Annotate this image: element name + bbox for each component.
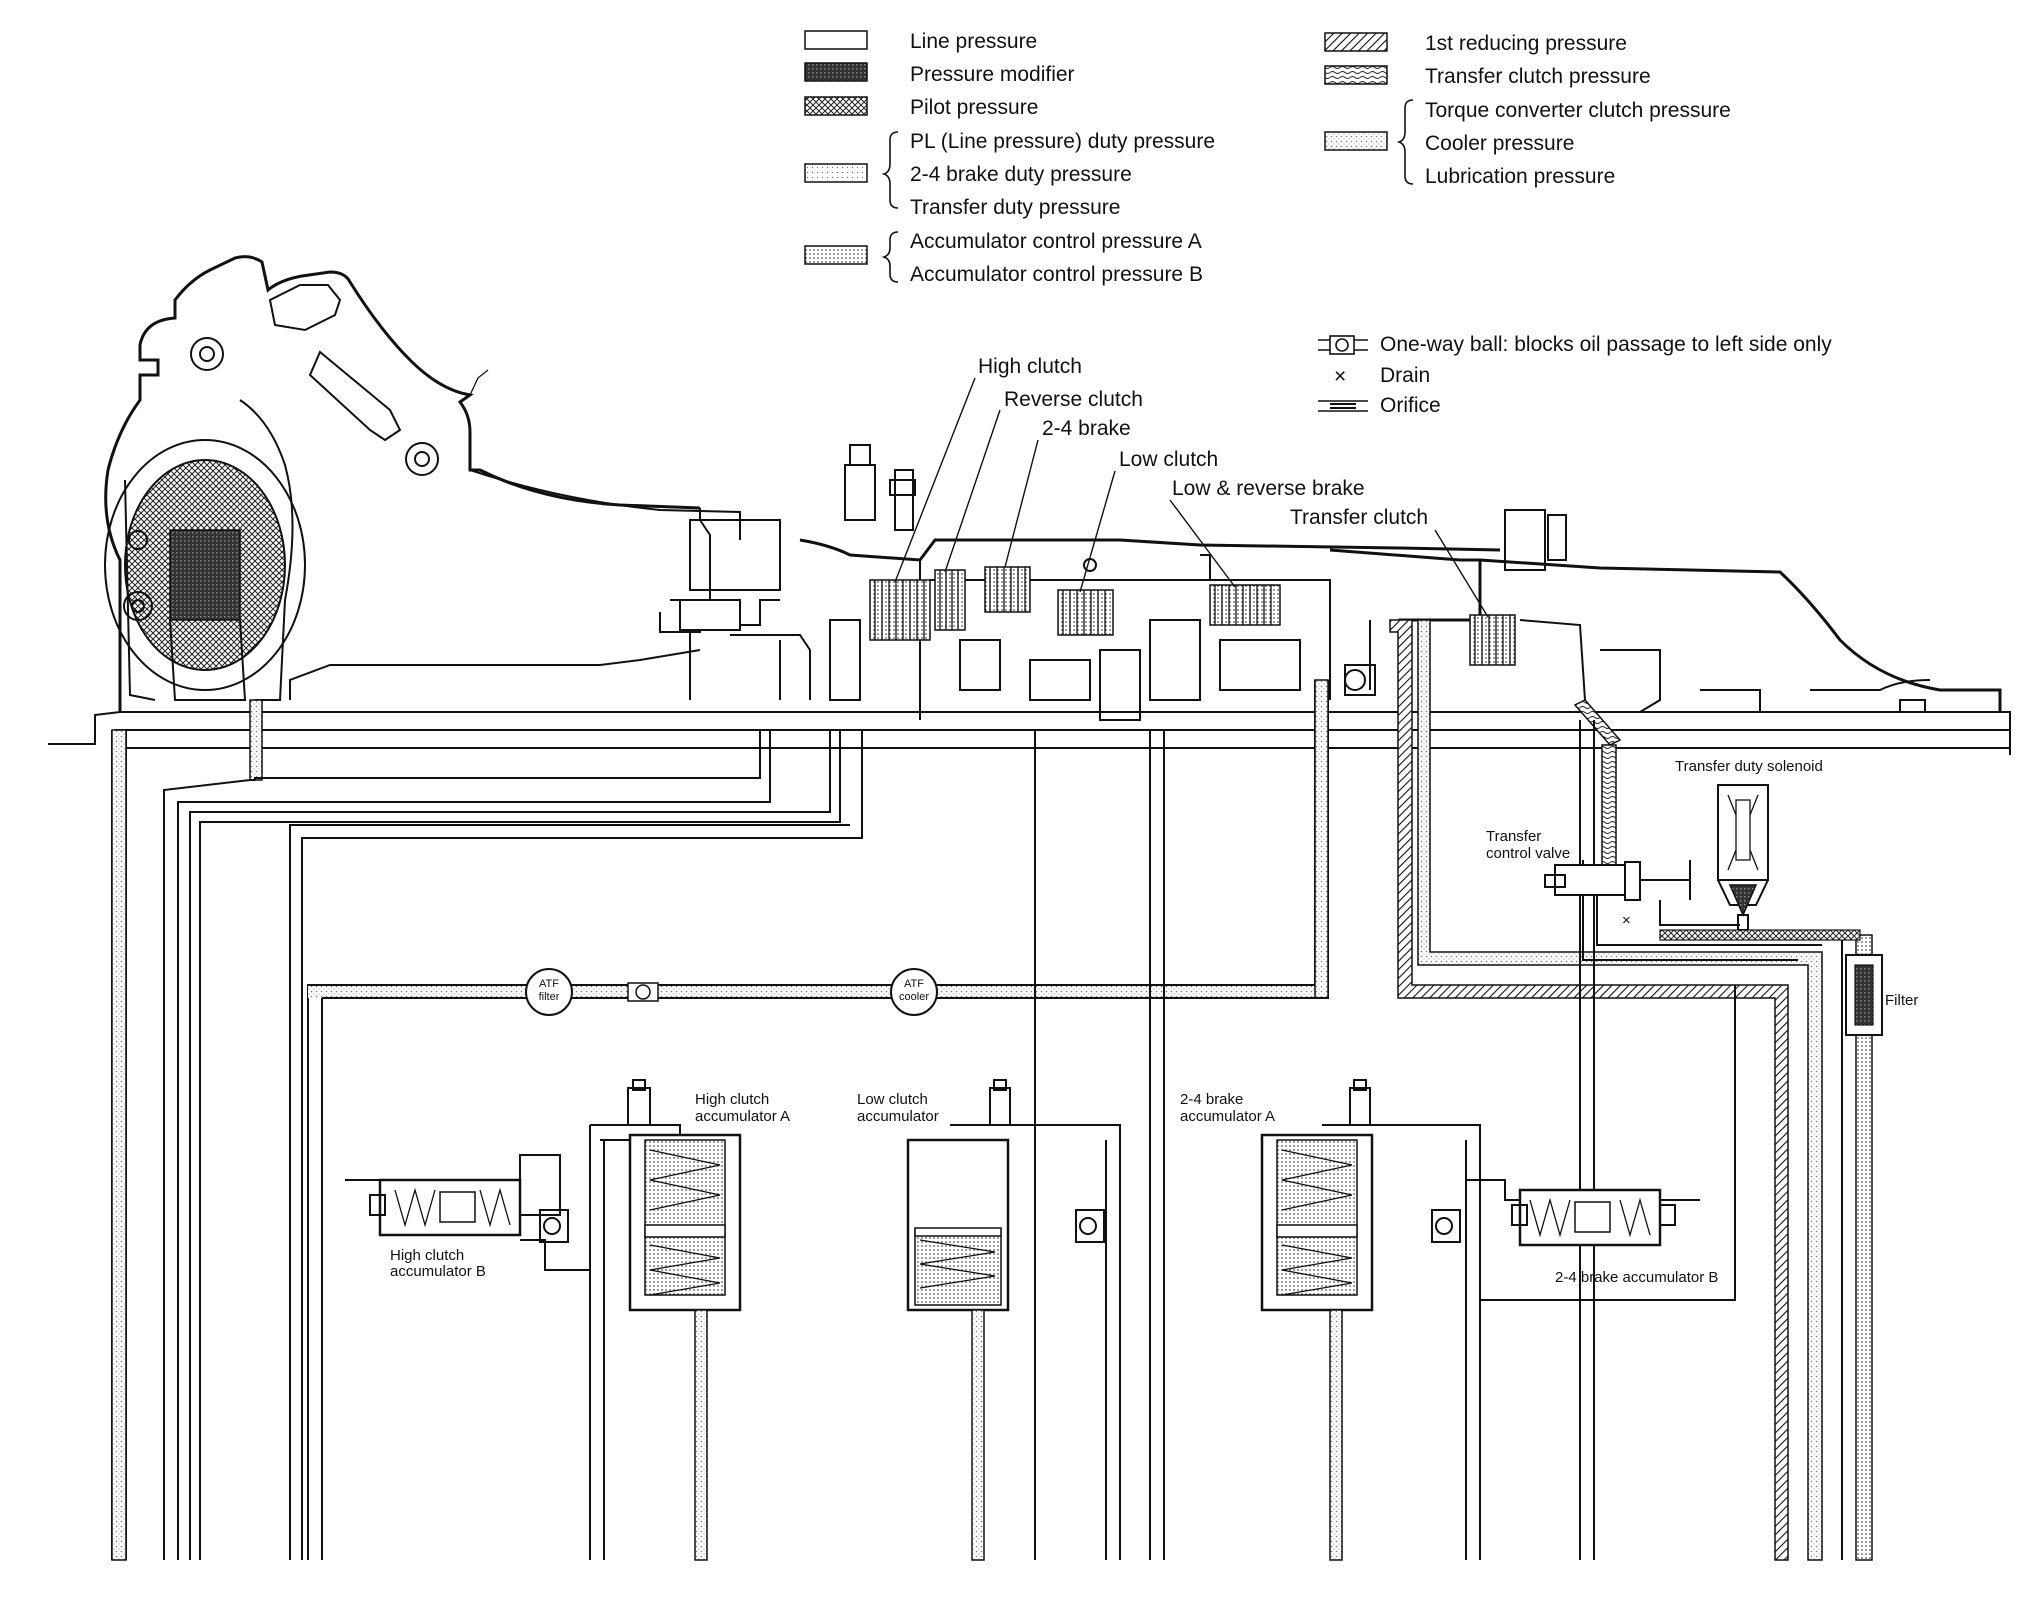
label-b24-acc-b: 2-4 brake accumulator B	[1555, 1269, 1718, 1286]
low-clutch-accumulator	[906, 1138, 1105, 1561]
one-way-ball-icon	[1318, 335, 1368, 355]
key-drain: Drain	[1380, 364, 1430, 387]
label-low-clutch: Low clutch	[1119, 448, 1218, 471]
transfer-duct	[1573, 699, 1622, 746]
accumulators: High clutch accumulator A	[345, 985, 1736, 1561]
orifice-icon	[1318, 400, 1368, 412]
label-b24-acc-a-1: 2-4 brake	[1180, 1091, 1243, 1108]
label-hc-acc-a-1: High clutch	[695, 1091, 769, 1108]
label-brake24: 2-4 brake	[1042, 417, 1131, 440]
legend: Line pressure Pressure modifier Pilot pr…	[804, 30, 1731, 286]
transmission-cross-section	[48, 255, 2011, 755]
legend-line-pressure: Line pressure	[910, 30, 1037, 53]
label-atf-filter-1: ATF	[539, 978, 559, 990]
brace-duty	[881, 131, 899, 209]
line-pilot-to-valve	[1659, 929, 1861, 941]
line-cooler	[308, 985, 1328, 998]
hydraulic-lines: ATF filter ATF cooler	[111, 619, 1873, 1561]
label-transfer-clutch: Transfer clutch	[1290, 506, 1428, 529]
valve-drain-icon: ×	[1622, 912, 1631, 929]
legend-tcc-pressure: Torque converter clutch pressure	[1425, 99, 1731, 122]
transfer-duty-solenoid	[1717, 784, 1769, 931]
brake24-accumulator-b	[1431, 985, 1736, 1301]
swatch-line-pressure	[804, 30, 868, 50]
line-filter	[1855, 934, 1873, 1561]
atf-filter-icon	[525, 968, 573, 1016]
brace-tcc	[1396, 99, 1414, 185]
legend-transfer-clutch-pressure: Transfer clutch pressure	[1425, 65, 1651, 88]
label-atf-cooler-2: cooler	[899, 991, 929, 1003]
high-clutch-pack	[869, 579, 931, 641]
component-labels: High clutch Reverse clutch 2-4 brake Low…	[894, 355, 1489, 618]
symbol-key: One-way ball: blocks oil passage to left…	[1318, 333, 1832, 417]
swatch-first-reducing	[1324, 32, 1388, 52]
legend-pl-duty: PL (Line pressure) duty pressure	[910, 130, 1215, 153]
legend-acc-ctrl-b: Accumulator control pressure B	[910, 263, 1203, 286]
drain-icon: ×	[1334, 365, 1346, 388]
label-high-clutch: High clutch	[978, 355, 1082, 378]
key-one-way-ball: One-way ball: blocks oil passage to left…	[1380, 333, 1832, 356]
label-hc-acc-b-1: High clutch	[390, 1247, 464, 1264]
line-converter-down	[249, 699, 263, 781]
cooler-orifice-icon	[627, 982, 659, 1002]
reverse-clutch-pack	[934, 569, 966, 631]
high-clutch-accumulator-a	[628, 1133, 742, 1561]
label-hc-acc-b-2: accumulator B	[390, 1263, 486, 1280]
label-transfer-control-valve-2: control valve	[1486, 845, 1570, 862]
transfer-clutch-pack	[1469, 614, 1516, 666]
swatch-pressure-modifier	[804, 62, 868, 82]
legend-cooler-pressure: Cooler pressure	[1425, 132, 1574, 155]
brake24-pack	[984, 566, 1031, 613]
atf-cooler-icon	[890, 968, 938, 1016]
label-b24-acc-a-2: accumulator A	[1180, 1108, 1275, 1125]
label-lc-acc-2: accumulator	[857, 1108, 939, 1125]
legend-acc-ctrl-a: Accumulator control pressure A	[910, 230, 1202, 253]
low-clutch-pack	[1057, 589, 1114, 636]
label-transfer-duty-solenoid: Transfer duty solenoid	[1675, 758, 1823, 775]
label-lc-acc-1: Low clutch	[857, 1091, 928, 1108]
label-reverse-clutch: Reverse clutch	[1004, 388, 1143, 411]
filter-icon	[1845, 954, 1883, 1036]
swatch-pilot-pressure	[804, 96, 868, 116]
line-transfer-clutch	[1601, 744, 1617, 871]
key-orifice: Orifice	[1380, 394, 1441, 417]
legend-pressure-modifier: Pressure modifier	[910, 63, 1075, 86]
line-transfer-lube	[1417, 619, 1823, 1561]
legend-transfer-duty: Transfer duty pressure	[910, 196, 1120, 219]
legend-pilot-pressure: Pilot pressure	[910, 96, 1038, 119]
high-clutch-accumulator-b	[345, 1125, 605, 1560]
transfer-control: Transfer duty solenoid Transfer control …	[1486, 758, 1918, 1036]
swatch-duty-pressure	[804, 163, 868, 183]
label-atf-cooler-1: ATF	[904, 978, 924, 990]
label-filter: Filter	[1885, 992, 1918, 1009]
swatch-accumulator-control	[804, 245, 868, 265]
label-transfer-control-valve-1: Transfer	[1486, 828, 1541, 845]
swatch-tcc-cooler-lube	[1324, 131, 1388, 151]
legend-first-reducing: 1st reducing pressure	[1425, 32, 1627, 55]
legend-brake24-duty: 2-4 brake duty pressure	[910, 163, 1132, 186]
brake24-accumulator-a	[1260, 1133, 1374, 1561]
swatch-transfer-clutch-pressure	[1324, 65, 1388, 85]
line-lube-left	[111, 729, 127, 1561]
line-first-reducing	[1389, 619, 1789, 1561]
low-reverse-brake-pack	[1209, 584, 1281, 626]
legend-lubrication-pressure: Lubrication pressure	[1425, 165, 1615, 188]
label-hc-acc-a-2: accumulator A	[695, 1108, 790, 1125]
brace-accumulator	[881, 231, 899, 283]
transfer-control-valve: ×	[1544, 860, 1861, 941]
label-low-reverse-brake: Low & reverse brake	[1172, 477, 1365, 500]
label-atf-filter-2: filter	[539, 991, 560, 1003]
